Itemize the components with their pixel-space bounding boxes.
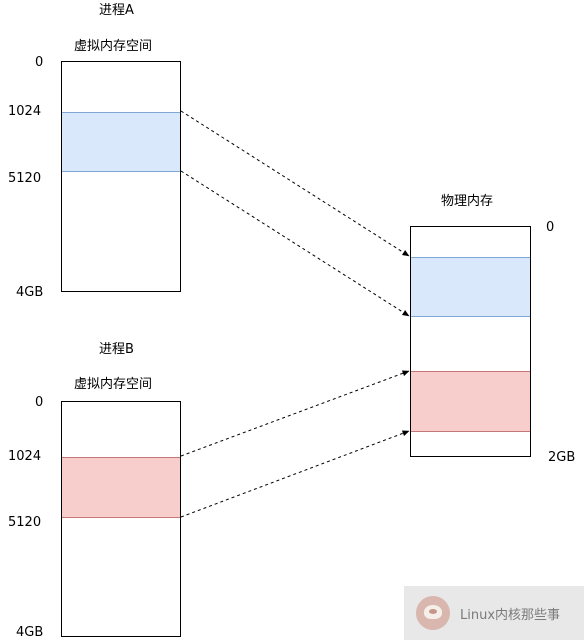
process-a-virtual-memory [61, 61, 181, 292]
process-b-address-0: 0 [35, 395, 44, 410]
account-logo-icon [416, 596, 450, 630]
watermark: Linux内核那些事 [404, 586, 584, 640]
physical-memory-start-label: 0 [546, 220, 555, 235]
process-a-address-5120: 5120 [8, 171, 42, 186]
process-a-address-0: 0 [35, 55, 44, 70]
physical-region-a [411, 257, 530, 317]
process-b-mapped-region [62, 457, 180, 518]
physical-region-b [411, 371, 530, 432]
process-a-mapped-region [62, 112, 180, 172]
arrow-b-top [180, 370, 410, 457]
watermark-text: Linux内核那些事 [460, 607, 561, 623]
process-b-address-5120: 5120 [8, 515, 42, 530]
process-b-title: 进程B [99, 342, 134, 357]
process-a-address-4gb: 4GB [16, 285, 44, 300]
arrow-b-bottom [180, 430, 410, 518]
process-b-space-label: 虚拟内存空间 [74, 377, 153, 392]
physical-memory-end-label: 2GB [548, 450, 576, 465]
process-b-address-4gb: 4GB [16, 625, 44, 640]
arrow-a-top [180, 110, 410, 257]
physical-memory [410, 226, 531, 457]
process-b-address-1024: 1024 [8, 449, 42, 464]
process-a-title: 进程A [99, 3, 134, 18]
process-a-address-1024: 1024 [8, 104, 42, 119]
process-b-virtual-memory [61, 401, 181, 637]
physical-memory-title: 物理内存 [441, 194, 494, 209]
process-a-space-label: 虚拟内存空间 [74, 39, 153, 54]
arrow-a-bottom [180, 170, 410, 317]
